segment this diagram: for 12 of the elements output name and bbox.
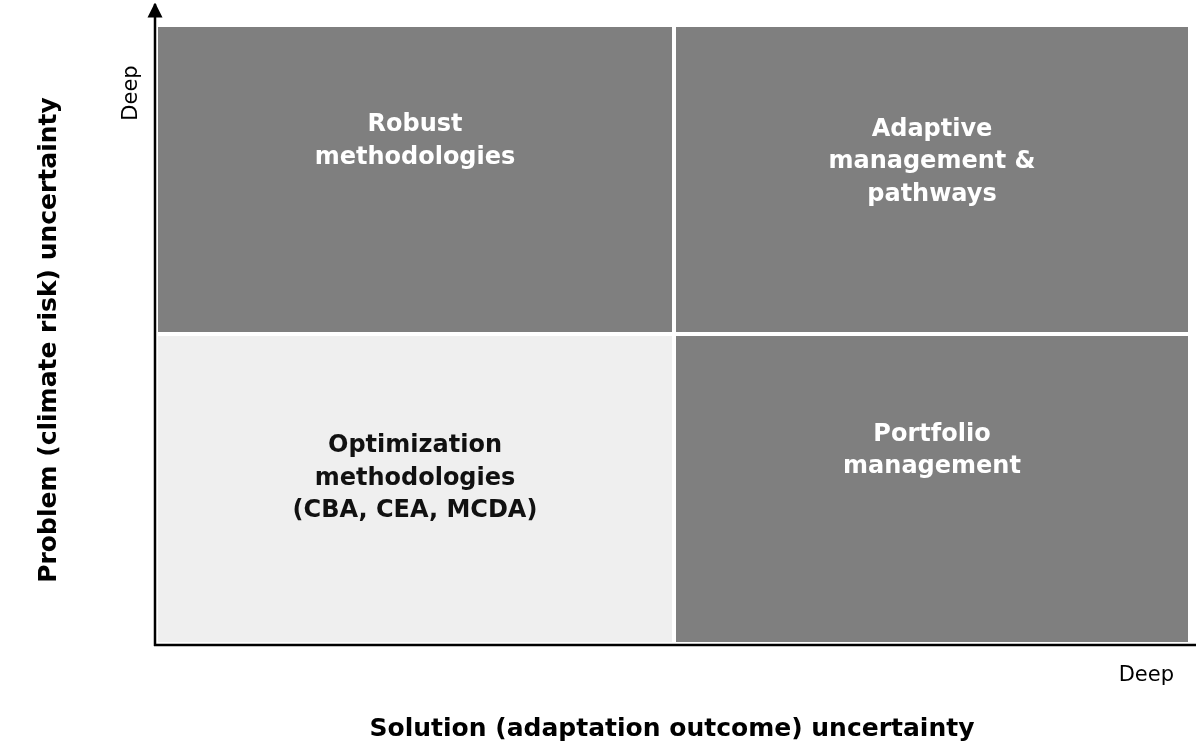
quadrant-label: Robust methodologies	[313, 108, 517, 172]
axis-tick-label: Deep	[1118, 662, 1174, 686]
axis-tick-label: Deep	[118, 65, 142, 121]
quadrant-box	[158, 336, 672, 642]
quadrant-label: Adaptive management & pathways	[827, 112, 1037, 209]
quadrant-label: Optimization methodologies (CBA, CEA, MCDA)	[291, 429, 539, 526]
quadrant-box	[676, 27, 1188, 332]
quadrant-label: Portfolio management	[842, 417, 1022, 481]
quadrant-box	[676, 336, 1188, 642]
axis-title: Solution (adaptation outcome) uncertainty	[369, 713, 975, 742]
axis-title: Problem (climate risk) uncertainty	[32, 97, 62, 583]
quadrant-box	[158, 27, 672, 332]
